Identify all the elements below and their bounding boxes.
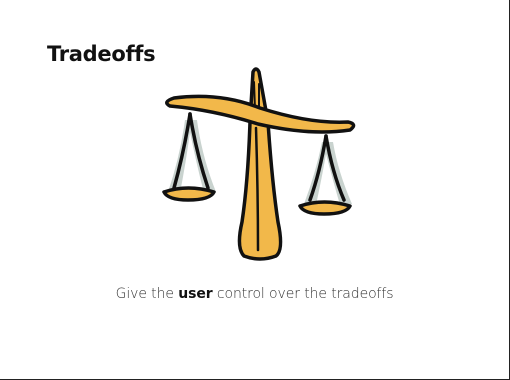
caption-text-end: control over the tradeoffs [212, 286, 394, 302]
right-strings [308, 134, 346, 202]
right-pan [298, 200, 352, 216]
balance-scale-icon [162, 67, 356, 261]
left-strings [172, 112, 210, 190]
slide-caption: Give the user control over the tradeoffs [0, 286, 509, 302]
caption-emphasis: user [178, 286, 213, 302]
scale-beam [165, 94, 356, 134]
caption-text-start: Give the [115, 286, 179, 302]
left-pan [162, 186, 216, 202]
slide-title: Tradeoffs [47, 42, 156, 66]
